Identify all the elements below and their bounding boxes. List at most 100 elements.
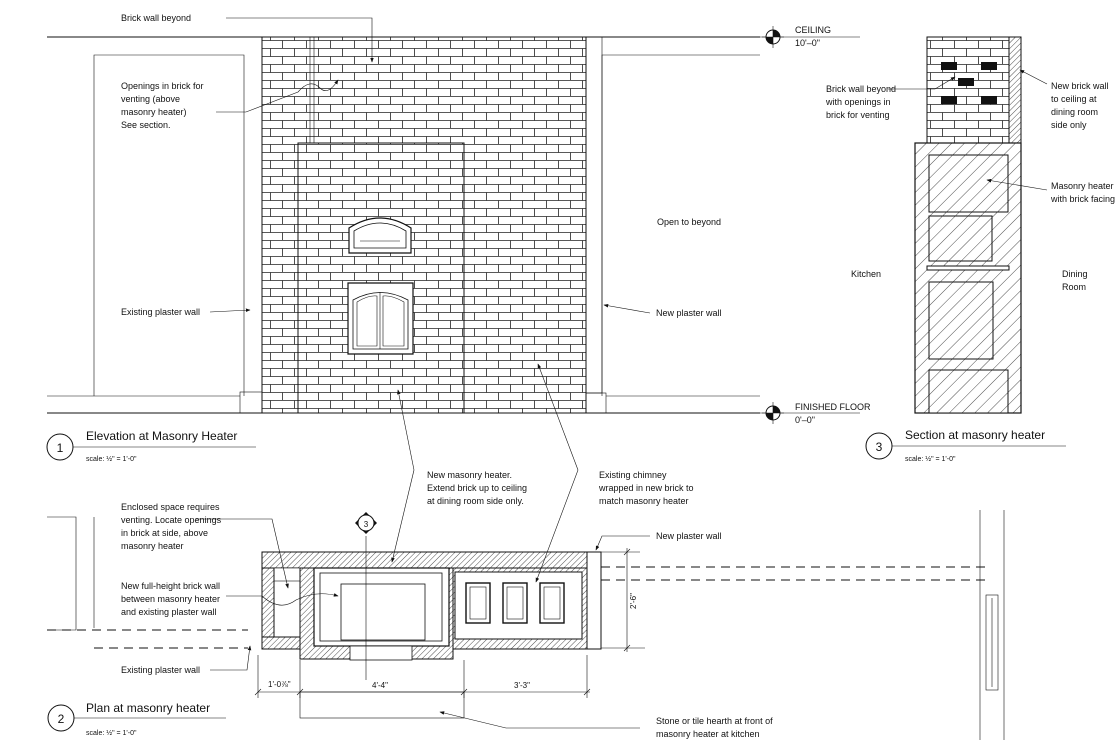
note-hearth-1: Stone or tile hearth at front of [656,716,773,726]
note-open-to-beyond: Open to beyond [657,217,721,227]
leader-section-new-brick [1019,69,1048,85]
note-existing-plaster-plan: Existing plaster wall [121,665,200,675]
plan-scale: scale: ½" = 1'-0" [86,729,137,737]
leader-existing-plaster-plan [210,645,252,671]
plan-title-number: 2 [58,712,65,726]
note-enclosed-2: venting. Locate openings [121,515,222,525]
section-title: Section at masonry heater [905,428,1045,442]
leader-section-brick [888,76,956,90]
section-title-number: 3 [876,440,883,454]
note-dining-2: Room [1062,282,1086,292]
section-cut-marker: 3 [355,512,377,680]
ceiling-label: CEILING [795,25,831,35]
note-section-new-brick-4: side only [1051,120,1087,130]
section-title-block: 3 Section at masonry heater scale: ½" = … [865,428,1066,463]
floor-value: 0'–0" [795,415,815,425]
note-new-plaster-plan: New plaster wall [656,531,722,541]
note-fullheight-1: New full-height brick wall [121,581,220,591]
plan-hearth [299,691,465,719]
section-scale: scale: ½" = 1'-0" [905,455,956,463]
note-kitchen: Kitchen [851,269,881,279]
leader-chimney-elev [537,363,579,471]
leader-new-heater-elev [397,389,415,471]
right-base-block [585,392,607,414]
section-chamber-1 [928,154,1009,213]
note-chimney-1: Existing chimney [599,470,667,480]
right-column [585,36,603,394]
dim-1: 1'-0⅞" [268,680,291,689]
plan-far-window [985,594,999,691]
note-new-plaster-wall: New plaster wall [656,308,722,318]
note-dining-1: Dining [1062,269,1088,279]
ceiling-value: 10'–0" [795,38,820,48]
note-openings-4: See section. [121,120,171,130]
dim-3: 3'-3" [514,681,530,690]
heater-firebox-door [347,282,414,355]
note-new-heater-3: at dining room side only. [427,496,524,506]
vent-opening [958,78,974,86]
elevation-title-block: 1 Elevation at Masonry Heater scale: ½" … [46,429,256,463]
plan-dimensions [254,548,640,698]
leader-section-heater [986,178,1048,191]
plan-flue-2-inner [506,586,524,620]
note-section-new-brick-3: dining room [1051,107,1098,117]
left-opening [93,54,245,396]
leader-hearth [439,711,640,729]
plan-bottom-left [261,636,301,650]
vent-opening [941,96,957,104]
leader-chimney-plan [535,469,579,583]
section-brick-beyond [926,36,1010,144]
leader-existing-plaster [209,308,251,313]
plan-firebox [340,583,426,641]
note-openings-1: Openings in brick for [121,81,204,91]
elevation-scale: scale: ½" = 1'-0" [86,455,137,463]
right-opening [601,54,760,396]
dim-2: 4'-4" [372,681,388,690]
section-chamber-4 [928,369,1009,414]
note-chimney-2: wrapped in new brick to [598,483,694,493]
note-section-brick-1: Brick wall beyond [826,84,896,94]
note-openings-2: venting (above [121,94,180,104]
note-new-heater-2: Extend brick up to ceiling [427,483,527,493]
section-view: Brick wall beyond with openings in brick… [825,36,1115,463]
plan-side-wall [261,567,275,641]
note-section-heater-1: Masonry heater [1051,181,1114,191]
note-new-heater-1: New masonry heater. [427,470,512,480]
section-cut-number: 3 [364,520,369,529]
plan-new-plaster-wall [586,551,602,650]
note-section-brick-2: with openings in [825,97,891,107]
note-chimney-3: match masonry heater [599,496,689,506]
note-section-brick-3: brick for venting [826,110,890,120]
section-chamber-2 [928,215,993,262]
note-fullheight-2: between masonry heater [121,594,220,604]
elevation-view: CEILING 10'–0" FINISHED FLOOR 0'–0" Bric… [46,13,871,506]
note-section-new-brick-2: to ceiling at [1051,94,1097,104]
plan-door [349,645,413,661]
note-enclosed-1: Enclosed space requires [121,502,220,512]
plan-flue-1-inner [469,586,487,620]
plan-left-wall [47,516,77,631]
dim-4: 2'-6" [629,593,638,609]
ceiling-level-marker [758,26,860,48]
floor-level-marker [758,402,860,424]
note-fullheight-3: and existing plaster wall [121,607,217,617]
vent-opening [941,62,957,70]
note-enclosed-3: in brick at side, above [121,528,208,538]
note-section-heater-2: with brick facing [1050,194,1115,204]
plan-title-block: 2 Plan at masonry heater scale: ½" = 1'-… [47,701,226,737]
note-brick-wall-beyond: Brick wall beyond [121,13,191,23]
leader-fullheight [226,593,339,606]
note-enclosed-4: masonry heater [121,541,184,551]
leader-new-plaster [603,303,651,314]
masonry-heater-elevation [297,142,465,414]
plan-view: 3 1'-0⅞" 4'-4" 3'-3" 2'-6" [47,469,1005,740]
leader-brick-wall-beyond [226,17,374,63]
left-base-block [239,391,263,414]
leader-openings [216,79,339,113]
elevation-title: Elevation at Masonry Heater [86,429,237,443]
leader-new-heater-plan [391,469,415,563]
plan-title: Plan at masonry heater [86,701,210,715]
heater-upper-door [348,217,412,254]
note-existing-plaster-wall: Existing plaster wall [121,307,200,317]
